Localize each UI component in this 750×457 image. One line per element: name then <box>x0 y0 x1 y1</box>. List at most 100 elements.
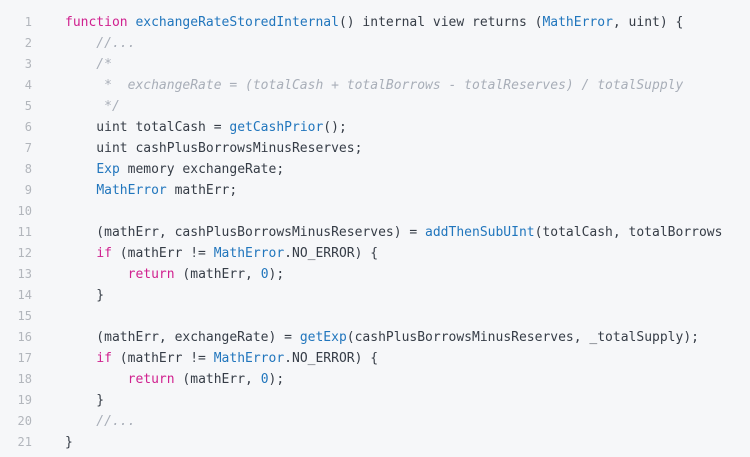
code-line: 16 (mathErr, exchangeRate) = getExp(cash… <box>0 327 750 348</box>
line-number: 4 <box>24 78 32 92</box>
line-number: 21 <box>17 435 32 449</box>
code-line-text: function exchangeRateStoredInternal() in… <box>65 12 683 33</box>
code-token: MathError <box>96 183 167 198</box>
line-number: 19 <box>17 393 32 407</box>
code-token <box>65 183 96 198</box>
code-line-text: if (mathErr != MathError.NO_ERROR) { <box>65 348 378 369</box>
code-token: getExp <box>299 330 347 345</box>
code-token: 0 <box>260 372 269 387</box>
line-number: 6 <box>24 120 32 134</box>
code-line-text: //... <box>65 33 135 54</box>
code-line: 6 uint totalCash = getCashPrior(); <box>0 117 750 138</box>
code-line-text: /* <box>65 54 112 75</box>
code-token: memory exchangeRate; <box>119 162 285 177</box>
line-number: 5 <box>24 99 32 113</box>
code-line: 5 */ <box>0 96 750 117</box>
code-line-text: if (mathErr != MathError.NO_ERROR) { <box>65 243 378 264</box>
code-line-text: //... <box>65 411 135 432</box>
code-token: uint totalCash = <box>65 120 230 135</box>
code-token: (mathErr, <box>174 372 261 387</box>
code-token: if <box>96 351 112 366</box>
code-token: } <box>65 393 105 408</box>
code-token: return <box>127 267 175 282</box>
code-line-text: uint cashPlusBorrowsMinusReserves; <box>65 138 362 159</box>
code-token <box>65 351 96 366</box>
code-line: 14 } <box>0 285 750 306</box>
code-token: ); <box>268 372 285 387</box>
code-line: 3 /* <box>0 54 750 75</box>
code-line: 18 return (mathErr, 0); <box>0 369 750 390</box>
code-line-text: MathError mathErr; <box>65 180 237 201</box>
code-line-text: } <box>65 285 104 306</box>
code-token: (mathErr != <box>111 351 214 366</box>
code-line: 4 * exchangeRate = (totalCash + totalBor… <box>0 75 750 96</box>
code-line-text: (mathErr, exchangeRate) = getExp(cashPlu… <box>65 327 699 348</box>
line-number: 11 <box>17 225 32 239</box>
line-number: 8 <box>24 162 32 176</box>
code-token: (cashPlusBorrowsMinusReserves, _totalSup… <box>346 330 699 345</box>
code-line: 21} <box>0 432 750 453</box>
line-number: 13 <box>17 267 32 281</box>
code-token: (mathErr, <box>174 267 261 282</box>
code-line: 17 if (mathErr != MathError.NO_ERROR) { <box>0 348 750 369</box>
code-line: 20 //... <box>0 411 750 432</box>
code-line-text: } <box>65 432 73 453</box>
line-number: 12 <box>17 246 32 260</box>
code-token <box>65 246 96 261</box>
code-token: /* <box>65 57 112 72</box>
code-token: addThenSubUInt <box>425 225 535 240</box>
line-number: 9 <box>24 183 32 197</box>
code-line-text: * exchangeRate = (totalCash + totalBorro… <box>65 75 683 96</box>
code-token: MathError <box>213 351 285 366</box>
code-token <box>65 267 128 282</box>
code-token <box>65 372 128 387</box>
code-token: (mathErr, cashPlusBorrowsMinusReserves) … <box>65 225 426 240</box>
line-number: 1 <box>24 15 32 29</box>
code-token: MathError <box>213 246 285 261</box>
code-line-text: } <box>65 390 104 411</box>
code-token: (mathErr != <box>111 246 214 261</box>
code-token: //... <box>65 414 136 429</box>
code-token: } <box>65 288 105 303</box>
code-line: 11 (mathErr, cashPlusBorrowsMinusReserve… <box>0 222 750 243</box>
code-token: 0 <box>260 267 269 282</box>
line-number: 20 <box>17 414 32 428</box>
code-line-text: Exp memory exchangeRate; <box>65 159 284 180</box>
code-token: * exchangeRate = (totalCash + totalBorro… <box>65 78 684 93</box>
line-number: 3 <box>24 57 32 71</box>
line-number: 15 <box>17 309 32 323</box>
code-line: 7 uint cashPlusBorrowsMinusReserves; <box>0 138 750 159</box>
code-token: () internal view returns ( <box>338 15 543 30</box>
line-number: 2 <box>24 36 32 50</box>
code-token: getCashPrior <box>229 120 324 135</box>
code-line: 1 function exchangeRateStoredInternal() i… <box>0 12 750 33</box>
code-line-text: return (mathErr, 0); <box>65 264 285 285</box>
line-number: 17 <box>17 351 32 365</box>
code-line: 9 MathError mathErr; <box>0 180 750 201</box>
code-token: , uint) { <box>612 15 684 30</box>
code-line: 10 <box>0 201 750 222</box>
code-token: .NO_ERROR) { <box>284 351 379 366</box>
code-token: mathErr; <box>166 183 238 198</box>
code-token: (totalCash, totalBorrows <box>534 225 723 240</box>
code-token: return <box>127 372 175 387</box>
code-token: //... <box>65 36 136 51</box>
code-token: .NO_ERROR) { <box>284 246 379 261</box>
code-token: */ <box>65 99 120 114</box>
code-line-text: return (mathErr, 0); <box>65 369 285 390</box>
line-number: 18 <box>17 372 32 386</box>
line-number: 10 <box>17 204 32 218</box>
code-line: 19 } <box>0 390 750 411</box>
code-token: exchangeRateStoredInternal <box>135 15 339 30</box>
code-token: } <box>65 435 73 450</box>
code-token: (mathErr, exchangeRate) = <box>65 330 300 345</box>
code-token: (); <box>323 120 347 135</box>
code-line: 15 <box>0 306 750 327</box>
code-line: 13 return (mathErr, 0); <box>0 264 750 285</box>
line-number: 14 <box>17 288 32 302</box>
code-token: function <box>65 15 128 30</box>
code-token: ); <box>268 267 285 282</box>
code-token <box>65 162 96 177</box>
code-line-text: (mathErr, cashPlusBorrowsMinusReserves) … <box>65 222 722 243</box>
